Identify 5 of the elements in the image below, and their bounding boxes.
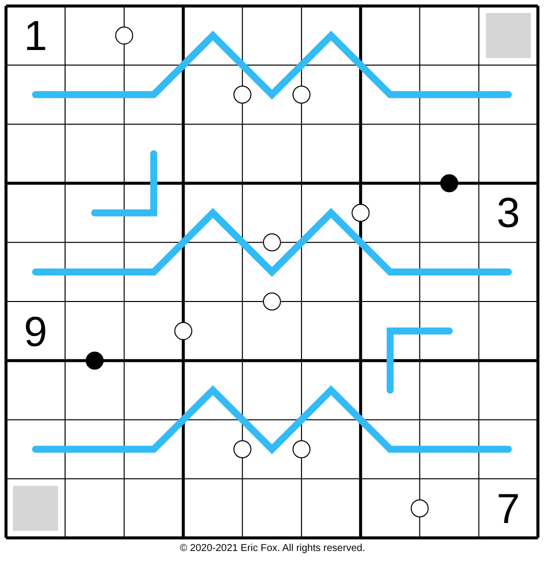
given-digit: 3: [496, 188, 521, 238]
given-digit: 9: [22, 306, 48, 356]
given-digit: 7: [496, 484, 521, 534]
copyright-caption: © 2020-2021 Eric Fox. All rights reserved.: [178, 543, 366, 554]
given-digit: 1: [22, 11, 48, 61]
